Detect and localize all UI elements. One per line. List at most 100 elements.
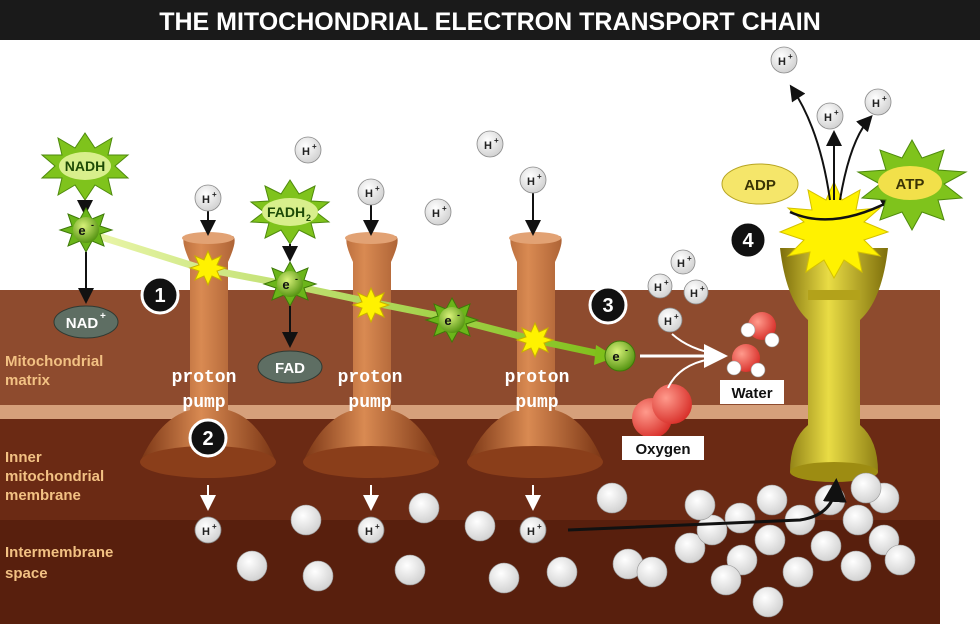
proton-pump-2 <box>303 232 439 478</box>
title-bar <box>0 0 980 40</box>
nad-charge: + <box>100 311 106 322</box>
pump-3-label-line1: proton <box>505 368 570 388</box>
proton-top-2: H + <box>194 184 222 212</box>
proton-gradient-arrow <box>567 478 847 532</box>
matrix-label-line2: matrix <box>5 372 51 389</box>
oxygen-molecule <box>632 384 692 438</box>
proton-top-5: H + <box>476 130 504 158</box>
water-molecule-2 <box>726 344 766 378</box>
step-1: 1 <box>140 275 180 315</box>
water-label-box <box>720 380 784 404</box>
proton-top-6-label: H <box>527 176 535 188</box>
proton-water-3-charge: + <box>700 284 705 293</box>
matrix-label-line1: Mitochondrial <box>5 353 103 370</box>
proton-ims-3: H + <box>519 516 547 544</box>
electron-1-charge: - <box>91 220 94 230</box>
atp-label: ATP <box>896 176 925 193</box>
pump-1-label-line1: proton <box>172 368 237 388</box>
oxygen-label-box <box>622 436 704 460</box>
membrane-label-line2: mitochondrial <box>5 468 104 485</box>
proton-ims-1-label: H <box>202 526 210 538</box>
pump-3-label-line2: pump <box>515 393 558 413</box>
proton-atp-1: H + <box>770 46 798 74</box>
step-markers: 1 2 3 4 <box>140 220 768 458</box>
step-4-label: 4 <box>742 230 754 252</box>
fad-molecule: FAD <box>257 350 323 384</box>
ims-label-line1: Intermembrane <box>5 544 113 561</box>
proton-water-1-charge: + <box>687 254 692 263</box>
pump-1-label-line2: pump <box>182 393 225 413</box>
proton-atp-1-label: H <box>778 56 786 68</box>
proton-top-5-label: H <box>484 140 492 152</box>
proton-top-1: H + <box>294 136 322 164</box>
proton-water-4-charge: + <box>674 312 679 321</box>
proton-atp-2: H + <box>816 102 844 130</box>
electron-4: e - <box>604 340 636 372</box>
proton-water-4-label: H <box>664 316 672 328</box>
fadh-label: FADH <box>267 204 305 220</box>
fad-label: FAD <box>275 360 305 377</box>
proton-top-2-label: H <box>202 194 210 206</box>
step-3: 3 <box>588 285 628 325</box>
proton-water-3: H + <box>683 279 709 305</box>
membrane-label-line3: membrane <box>5 487 81 504</box>
burst-pump-1 <box>188 249 228 287</box>
proton-ims-1: H + <box>194 516 222 544</box>
pump-2-label-line2: pump <box>348 393 391 413</box>
step-2: 2 <box>188 418 228 458</box>
electron-3-charge: - <box>457 310 460 320</box>
proton-ims-3-label: H <box>527 526 535 538</box>
step-4: 4 <box>728 220 768 260</box>
proton-atp-1-charge: + <box>788 52 793 61</box>
fadh-subscript: 2 <box>306 213 311 223</box>
electron-1-label: e <box>78 223 85 238</box>
proton-to-water-arrow <box>671 333 719 355</box>
proton-exit-arrows <box>789 84 873 201</box>
proton-ims-3-charge: + <box>537 522 542 531</box>
water-molecule-1 <box>740 312 780 348</box>
pump-2-label-line1: proton <box>338 368 403 388</box>
proton-pump-1 <box>140 232 276 478</box>
proton-water-4: H + <box>657 307 683 333</box>
membrane-stripe <box>0 405 940 419</box>
ims-label-line2: space <box>5 565 48 582</box>
proton-top-3-charge: + <box>375 184 380 193</box>
electron-3-label: e <box>444 313 451 328</box>
proton-water-1: H + <box>670 249 696 275</box>
proton-labels: H + H + H + H + H + H + H <box>194 46 892 544</box>
electron-1: e - <box>58 206 114 254</box>
proton-water-1-label: H <box>677 258 685 270</box>
nad-label: NAD <box>66 315 99 332</box>
proton-top-4-charge: + <box>442 204 447 213</box>
proton-top-4: H + <box>424 198 452 226</box>
proton-cluster <box>236 472 916 618</box>
proton-atp-3-label: H <box>872 98 880 110</box>
electron-2-label: e <box>282 277 289 292</box>
proton-top-3-label: H <box>365 188 373 200</box>
proton-ims-2: H + <box>357 516 385 544</box>
proton-atp-3-charge: + <box>882 94 887 103</box>
proton-top-1-charge: + <box>312 142 317 151</box>
fadh2-molecule: FADH 2 <box>249 179 331 245</box>
proton-ims-2-label: H <box>365 526 373 538</box>
electron-3: e - <box>424 296 480 344</box>
proton-top-4-label: H <box>432 208 440 220</box>
proton-atp-2-label: H <box>824 112 832 124</box>
proton-top-1-label: H <box>302 146 310 158</box>
proton-atp-3: H + <box>864 88 892 116</box>
electron-2-charge: - <box>295 274 298 284</box>
nad-molecule: NAD + <box>53 305 119 339</box>
proton-water-2-charge: + <box>664 278 669 287</box>
proton-top-6-charge: + <box>537 172 542 181</box>
proton-water-3-label: H <box>690 288 698 300</box>
membrane-label-line1: Inner <box>5 449 42 466</box>
nadh-label: NADH <box>65 158 105 174</box>
energy-bursts <box>188 249 555 359</box>
adp-to-atp-arrow <box>789 195 901 221</box>
burst-pump-2 <box>351 286 391 324</box>
nadh-molecule: NADH <box>40 132 130 201</box>
adp-molecule: ADP <box>721 163 799 205</box>
proton-top-3: H + <box>357 178 385 206</box>
